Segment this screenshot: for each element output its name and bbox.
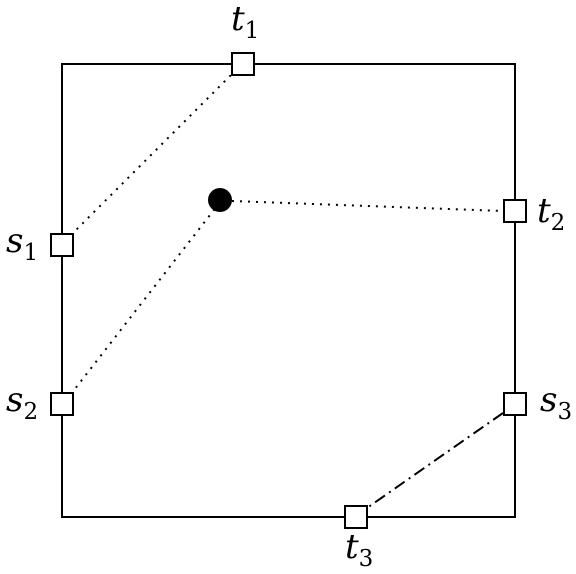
boundary-square (61, 63, 516, 518)
label-t3: t3 (345, 527, 373, 572)
label-t2: t2 (537, 191, 565, 236)
label-s2: s2 (6, 380, 38, 425)
connection-center-t2 (231, 200, 504, 212)
label-s1: s1 (6, 221, 38, 266)
connection-s1-t1 (70, 72, 234, 236)
terminal-t1 (231, 52, 255, 76)
terminal-t2 (503, 199, 527, 223)
terminal-s3 (503, 392, 527, 416)
label-t1: t1 (231, 0, 259, 44)
terminal-s1 (50, 233, 74, 257)
terminal-s2 (50, 392, 74, 416)
center-point (208, 188, 232, 212)
label-s3: s3 (540, 380, 572, 425)
terminal-t3 (344, 505, 368, 529)
connection-s3-t3 (366, 412, 504, 509)
connection-s2-center (70, 205, 218, 395)
